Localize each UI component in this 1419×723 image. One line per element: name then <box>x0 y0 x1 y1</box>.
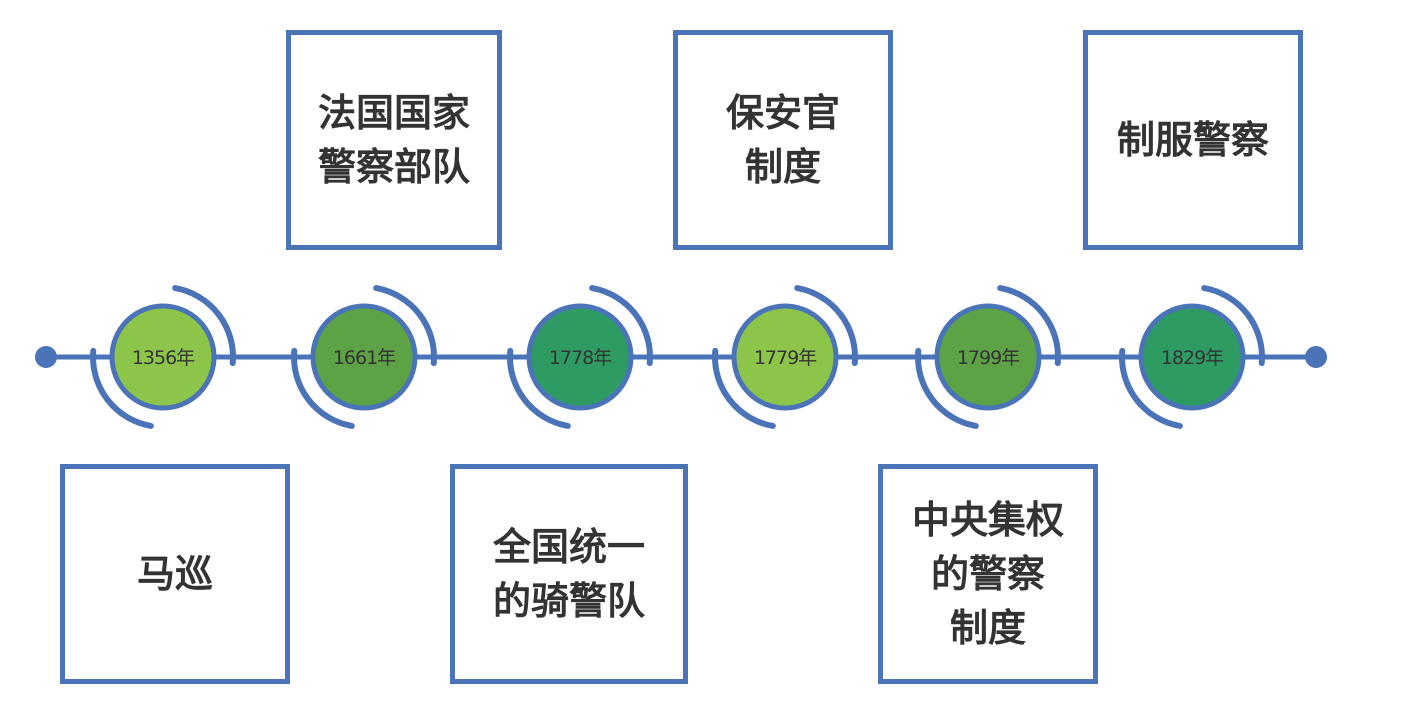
event-text-line: 制度 <box>949 606 1026 650</box>
year-circle <box>109 303 217 411</box>
event-text-line: 马巡 <box>136 552 213 596</box>
event-box: 保安官制度 <box>673 30 893 250</box>
year-label: 1799年 <box>957 347 1020 369</box>
event-box: 马巡 <box>60 464 290 684</box>
year-circle <box>934 303 1042 411</box>
event-text-line: 中央集权 <box>911 498 1064 542</box>
event-text-line: 法国国家 <box>317 91 470 135</box>
year-label: 1356年 <box>132 347 195 369</box>
year-label: 1779年 <box>754 347 817 369</box>
node-arc-lower <box>291 347 355 429</box>
node-arc-upper <box>997 285 1061 367</box>
year-circle <box>1138 303 1246 411</box>
node-arc-upper <box>373 285 437 367</box>
node-arc-lower <box>915 347 979 429</box>
event-text-line: 保安官 <box>725 91 840 135</box>
event-text-line: 的警察 <box>930 552 1045 596</box>
event-box: 制服警察 <box>1083 30 1303 250</box>
event-text-line: 制度 <box>744 145 821 189</box>
event-text-line: 的骑警队 <box>492 579 645 623</box>
node-arc-upper <box>794 285 858 367</box>
node-arc-upper <box>589 285 653 367</box>
node-arc-upper <box>172 285 236 367</box>
event-box: 中央集权的警察制度 <box>878 464 1098 684</box>
node-arc-lower <box>712 347 776 429</box>
event-box: 法国国家警察部队 <box>286 30 502 250</box>
event-text-line: 警察部队 <box>317 145 470 189</box>
year-label: 1778年 <box>549 347 612 369</box>
event-text-line: 制服警察 <box>1116 118 1269 162</box>
node-arc-upper <box>1201 285 1265 367</box>
event-box: 全国统一的骑警队 <box>450 464 688 684</box>
timeline-start-dot <box>35 346 57 368</box>
node-arc-lower <box>1119 347 1183 429</box>
year-circle <box>731 303 839 411</box>
timeline-end-dot <box>1305 346 1327 368</box>
year-circle <box>526 303 634 411</box>
year-label: 1661年 <box>333 347 396 369</box>
year-circle <box>310 303 418 411</box>
event-text-line: 全国统一 <box>492 525 645 569</box>
node-arc-lower <box>90 347 154 429</box>
node-arc-lower <box>507 347 571 429</box>
year-label: 1829年 <box>1161 347 1224 369</box>
